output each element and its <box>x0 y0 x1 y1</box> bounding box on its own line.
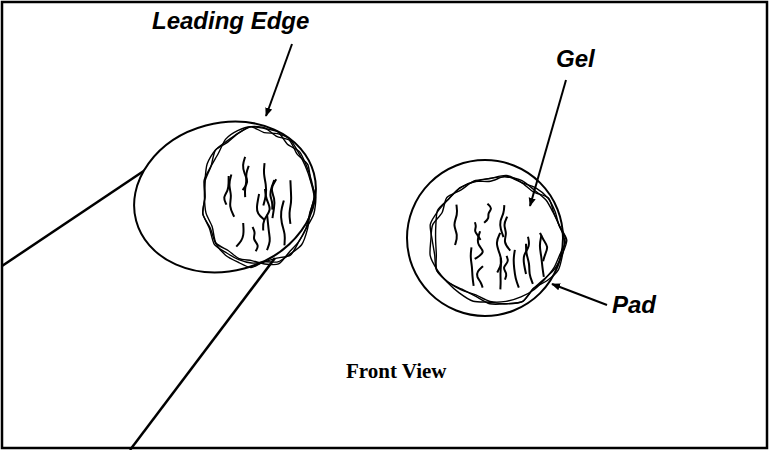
gel-texture <box>263 163 266 205</box>
callout-label: Leading Edge <box>152 8 309 34</box>
gel-texture <box>236 223 243 247</box>
gel-texture <box>257 194 264 220</box>
gel-texture <box>540 235 544 277</box>
tube-end <box>117 102 333 293</box>
gel-outline <box>204 127 314 265</box>
leader-arrow <box>530 80 566 206</box>
leader-arrow <box>266 44 292 116</box>
gel-texture <box>514 250 519 288</box>
tube-body <box>2 102 333 450</box>
gel-texture <box>272 179 276 218</box>
gel-texture <box>267 215 270 250</box>
tube-edge <box>130 258 275 450</box>
gel-blob <box>203 126 316 267</box>
leader-arrow <box>552 284 607 305</box>
gel-outline <box>436 176 566 302</box>
gel-texture <box>290 180 292 224</box>
callout-label: Pad <box>612 292 656 318</box>
gel-texture <box>526 244 533 284</box>
gel-texture <box>500 205 504 237</box>
gel-blob <box>430 175 567 304</box>
gel-texture <box>504 217 510 251</box>
view-caption: Front View <box>346 360 447 383</box>
gel-texture <box>477 266 483 287</box>
gel-texture <box>224 176 228 205</box>
gel-texture <box>243 157 247 190</box>
gel-texture <box>499 258 501 289</box>
gel-texture <box>253 227 258 251</box>
gel-outline <box>430 175 567 303</box>
gel-texture <box>229 175 234 217</box>
callout-label: Gel <box>556 46 595 72</box>
gel-texture <box>454 205 457 245</box>
gel-group <box>203 126 567 304</box>
gel-texture <box>471 247 474 285</box>
gel-texture <box>281 200 285 245</box>
gel-texture <box>484 204 491 223</box>
gel-texture <box>504 256 508 280</box>
gel-texture <box>475 231 483 259</box>
